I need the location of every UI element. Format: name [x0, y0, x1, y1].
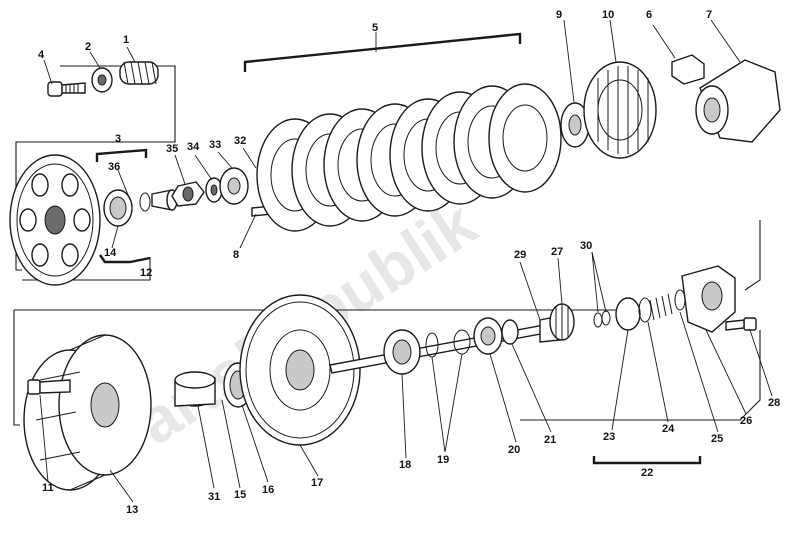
callout-16: 16 — [262, 484, 274, 496]
callout-13: 13 — [126, 504, 138, 516]
callout-5: 5 — [372, 22, 378, 34]
bearing-part-20[interactable] — [473, 317, 503, 355]
pushrod-holder-part-3[interactable] — [151, 189, 178, 211]
callout-12: 12 — [140, 267, 152, 279]
callout-23: 23 — [603, 431, 615, 443]
clutch-drum-part-10[interactable] — [583, 61, 657, 159]
callout-labels: 1 2 4 5 9 10 6 7 3 36 35 34 33 32 8 14 1… — [38, 9, 780, 516]
screw-part-4[interactable] — [47, 81, 86, 97]
callout-9: 9 — [556, 9, 562, 21]
callout-29: 29 — [514, 249, 526, 261]
seal-part-22[interactable] — [638, 297, 652, 323]
callout-28: 28 — [768, 397, 780, 409]
callout-21: 21 — [544, 434, 556, 446]
callout-10: 10 — [602, 9, 614, 21]
screw-part-28[interactable] — [725, 317, 757, 331]
callout-18: 18 — [399, 459, 411, 471]
callout-4: 4 — [38, 49, 45, 61]
pressure-plate-part-12[interactable] — [9, 154, 101, 286]
o-rings-part-30[interactable] — [593, 310, 611, 328]
callout-8: 8 — [233, 249, 239, 261]
callout-30: 30 — [580, 240, 592, 252]
callout-3: 3 — [115, 133, 121, 145]
spring-cup-part-2[interactable] — [91, 67, 113, 93]
callout-33: 33 — [209, 139, 221, 151]
brace-part-22 — [592, 456, 702, 465]
callout-24: 24 — [662, 423, 675, 435]
callout-17: 17 — [311, 477, 323, 489]
clutch-plates-part-5[interactable] — [256, 83, 562, 232]
callout-36: 36 — [108, 161, 120, 173]
callout-20: 20 — [508, 444, 520, 456]
slave-cylinder-part-26[interactable] — [681, 265, 736, 333]
callout-15: 15 — [234, 489, 246, 501]
callout-14: 14 — [104, 247, 117, 259]
seal-part-25[interactable] — [674, 289, 686, 311]
nut-part-35[interactable] — [171, 181, 205, 207]
bearing-part-18[interactable] — [383, 329, 421, 375]
primary-gear-part-17[interactable] — [239, 294, 361, 446]
callout-31: 31 — [208, 491, 220, 503]
callout-25: 25 — [711, 433, 723, 445]
washer-part-33[interactable] — [219, 167, 249, 205]
brace-part-12 — [99, 254, 151, 264]
callout-32: 32 — [234, 135, 246, 147]
leader-lines — [39, 19, 773, 503]
callout-27: 27 — [551, 246, 563, 258]
spacer-part-21[interactable] — [501, 319, 519, 345]
spring-part-1[interactable] — [119, 61, 159, 85]
bolt-part-11[interactable] — [27, 379, 71, 395]
spring-part-24[interactable] — [649, 293, 673, 321]
callout-22: 22 — [641, 467, 653, 479]
callout-2: 2 — [85, 41, 91, 53]
callout-1: 1 — [123, 34, 129, 46]
washer-part-34[interactable] — [205, 177, 223, 203]
callout-6: 6 — [646, 9, 652, 21]
callout-26: 26 — [740, 415, 752, 427]
cover-part-7[interactable] — [695, 59, 781, 143]
brace-part-5 — [243, 32, 522, 72]
piston-part-23[interactable] — [615, 297, 641, 331]
pinion-part-27[interactable] — [549, 303, 575, 341]
callout-34: 34 — [187, 141, 200, 153]
block-part-6[interactable] — [671, 54, 705, 85]
brace-part-3 — [95, 148, 148, 162]
circlip-part-36[interactable] — [139, 192, 151, 212]
callout-7: 7 — [706, 9, 712, 21]
callout-35: 35 — [166, 143, 178, 155]
callout-19: 19 — [437, 454, 449, 466]
clutch-shaft — [329, 321, 563, 374]
bushing-part-31[interactable] — [174, 371, 216, 407]
callout-11: 11 — [42, 482, 54, 494]
